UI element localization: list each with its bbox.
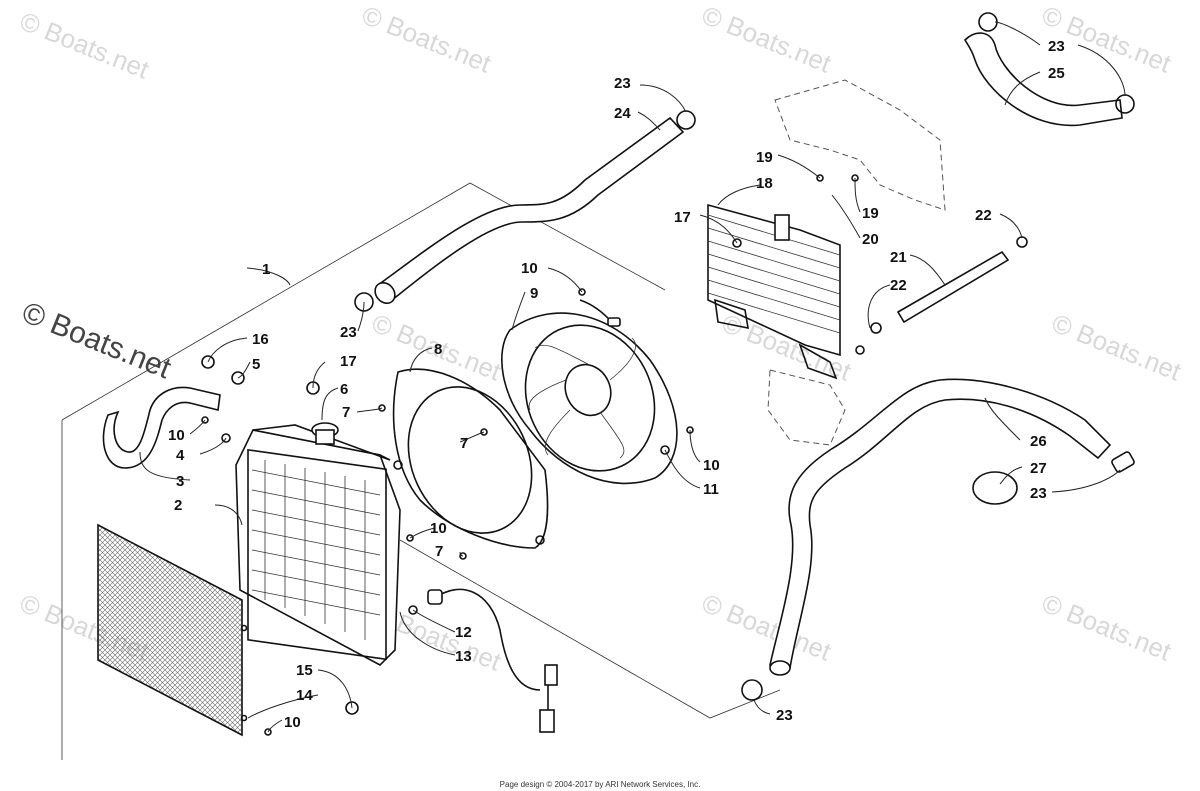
callout-4: 4: [176, 447, 185, 464]
callout-26: 26: [1030, 433, 1047, 450]
overflow-hose: [102, 386, 221, 469]
callout-12: 12: [455, 624, 472, 641]
watermark: © Boats.net: [1038, 588, 1176, 667]
watermark: © Boats.net: [698, 0, 836, 79]
callout-21: 21: [890, 249, 907, 266]
callout-18: 18: [756, 175, 773, 192]
callout-27: 27: [1030, 460, 1047, 477]
callout-10: 10: [430, 520, 447, 537]
cooling-fan: [501, 299, 678, 485]
mesh-screen: [97, 523, 248, 737]
callout-6: 6: [340, 381, 348, 398]
callout-22: 22: [890, 277, 907, 294]
engine-outline: [767, 79, 946, 446]
callout-9: 9: [530, 285, 538, 302]
watermark: © Boats.net: [1048, 308, 1186, 387]
callout-1: 1: [262, 261, 270, 278]
callout-23: 23: [776, 707, 793, 724]
callout-19: 19: [862, 205, 879, 222]
radiator-core-grid: [251, 460, 381, 640]
leader-lines: [139, 21, 1126, 733]
fasteners: [201, 174, 865, 736]
callout-24: 24: [614, 105, 631, 122]
callout-23: 23: [1048, 38, 1065, 55]
hose-clamp-ring: [972, 471, 1018, 505]
watermark-main: © Boats.net: [17, 296, 176, 386]
callout-10: 10: [521, 260, 538, 277]
callout-22: 22: [975, 207, 992, 224]
radiator: [235, 422, 401, 666]
callout-15: 15: [296, 662, 313, 679]
callout-5: 5: [252, 356, 260, 373]
callout-25: 25: [1048, 65, 1065, 82]
upper-hose: [354, 110, 696, 312]
callout-19: 19: [756, 149, 773, 166]
lower-hose: [741, 378, 1135, 701]
wiring-harness: [427, 588, 558, 733]
callout-labels: 1 2 3 4 5 6 7 7 7 8 9 10 10 10 10 10 11 …: [168, 38, 1065, 731]
callout-10: 10: [168, 427, 185, 444]
callout-3: 3: [176, 473, 184, 490]
callout-7: 7: [342, 404, 350, 421]
footer-credit: Page design © 2004-2017 by ARI Network S…: [499, 780, 701, 789]
watermark: © Boats.net: [358, 0, 496, 79]
callout-23: 23: [614, 75, 631, 92]
watermark: © Boats.net: [698, 588, 836, 667]
callout-14: 14: [296, 687, 313, 704]
callout-23: 23: [1030, 485, 1047, 502]
watermark: © Boats.net: [16, 6, 154, 85]
callout-11: 11: [703, 481, 719, 498]
hose-top-right: [963, 12, 1135, 127]
callout-16: 16: [252, 331, 269, 348]
callout-17: 17: [674, 209, 691, 226]
callout-20: 20: [862, 231, 879, 248]
callout-2: 2: [174, 497, 182, 514]
fan-shroud: [392, 368, 549, 549]
callout-13: 13: [455, 648, 472, 665]
oil-line: [870, 236, 1028, 334]
callout-7: 7: [460, 435, 468, 452]
callout-23: 23: [340, 324, 357, 341]
callout-8: 8: [434, 341, 442, 358]
callout-17: 17: [340, 353, 357, 370]
callout-7: 7: [435, 543, 443, 560]
callout-10: 10: [703, 457, 720, 474]
callout-10: 10: [284, 714, 301, 731]
